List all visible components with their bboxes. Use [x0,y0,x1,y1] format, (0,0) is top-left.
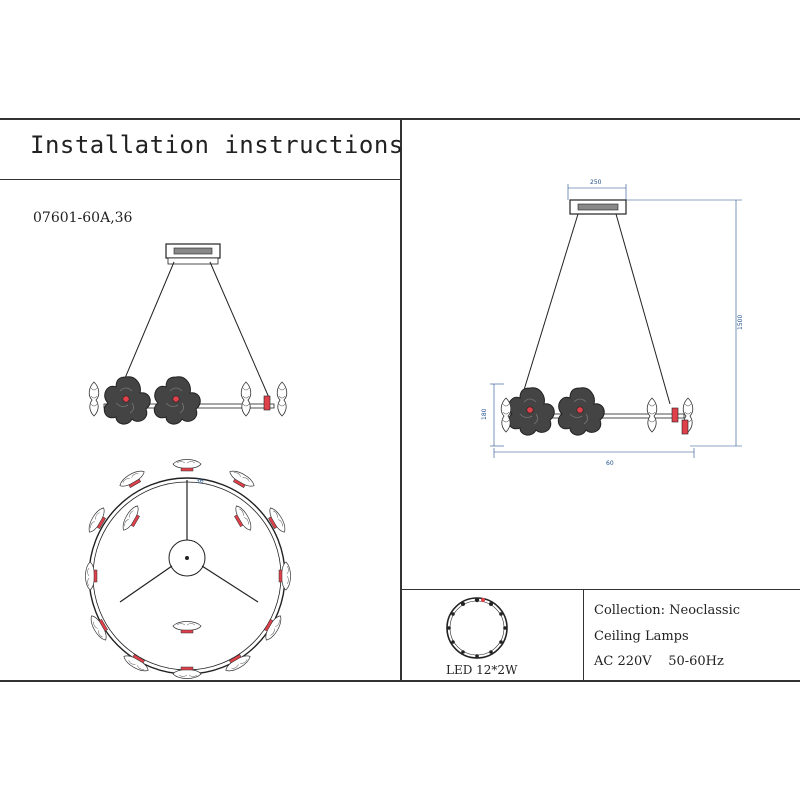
page-title: Installation instructions [30,131,404,159]
width-dimension: 60 [606,460,614,467]
canopy-width-dimension: 250 [590,179,602,186]
left-plan-view: 36 [85,459,291,679]
left-elevation-view [88,243,288,425]
info-divider-horizontal [400,589,800,590]
model-number: 07601-60A,36 [33,210,133,226]
led-ring-icon [446,597,508,659]
height-dimension: 1500 [737,315,744,330]
title-underline [0,179,400,180]
right-elevation-view: 250 1500 180 60 [481,179,744,467]
product-category: Ceiling Lamps [594,629,689,644]
info-divider-vertical [583,589,584,681]
led-spec: LED 12*2W [446,663,518,677]
plan-dimension: 36 [196,478,204,485]
collection-name: Collection: Neoclassic [594,603,741,618]
frame-divider-vertical [400,118,402,681]
body-height-dimension: 180 [481,408,488,420]
power-spec: AC 220V 50-60Hz [594,654,724,669]
